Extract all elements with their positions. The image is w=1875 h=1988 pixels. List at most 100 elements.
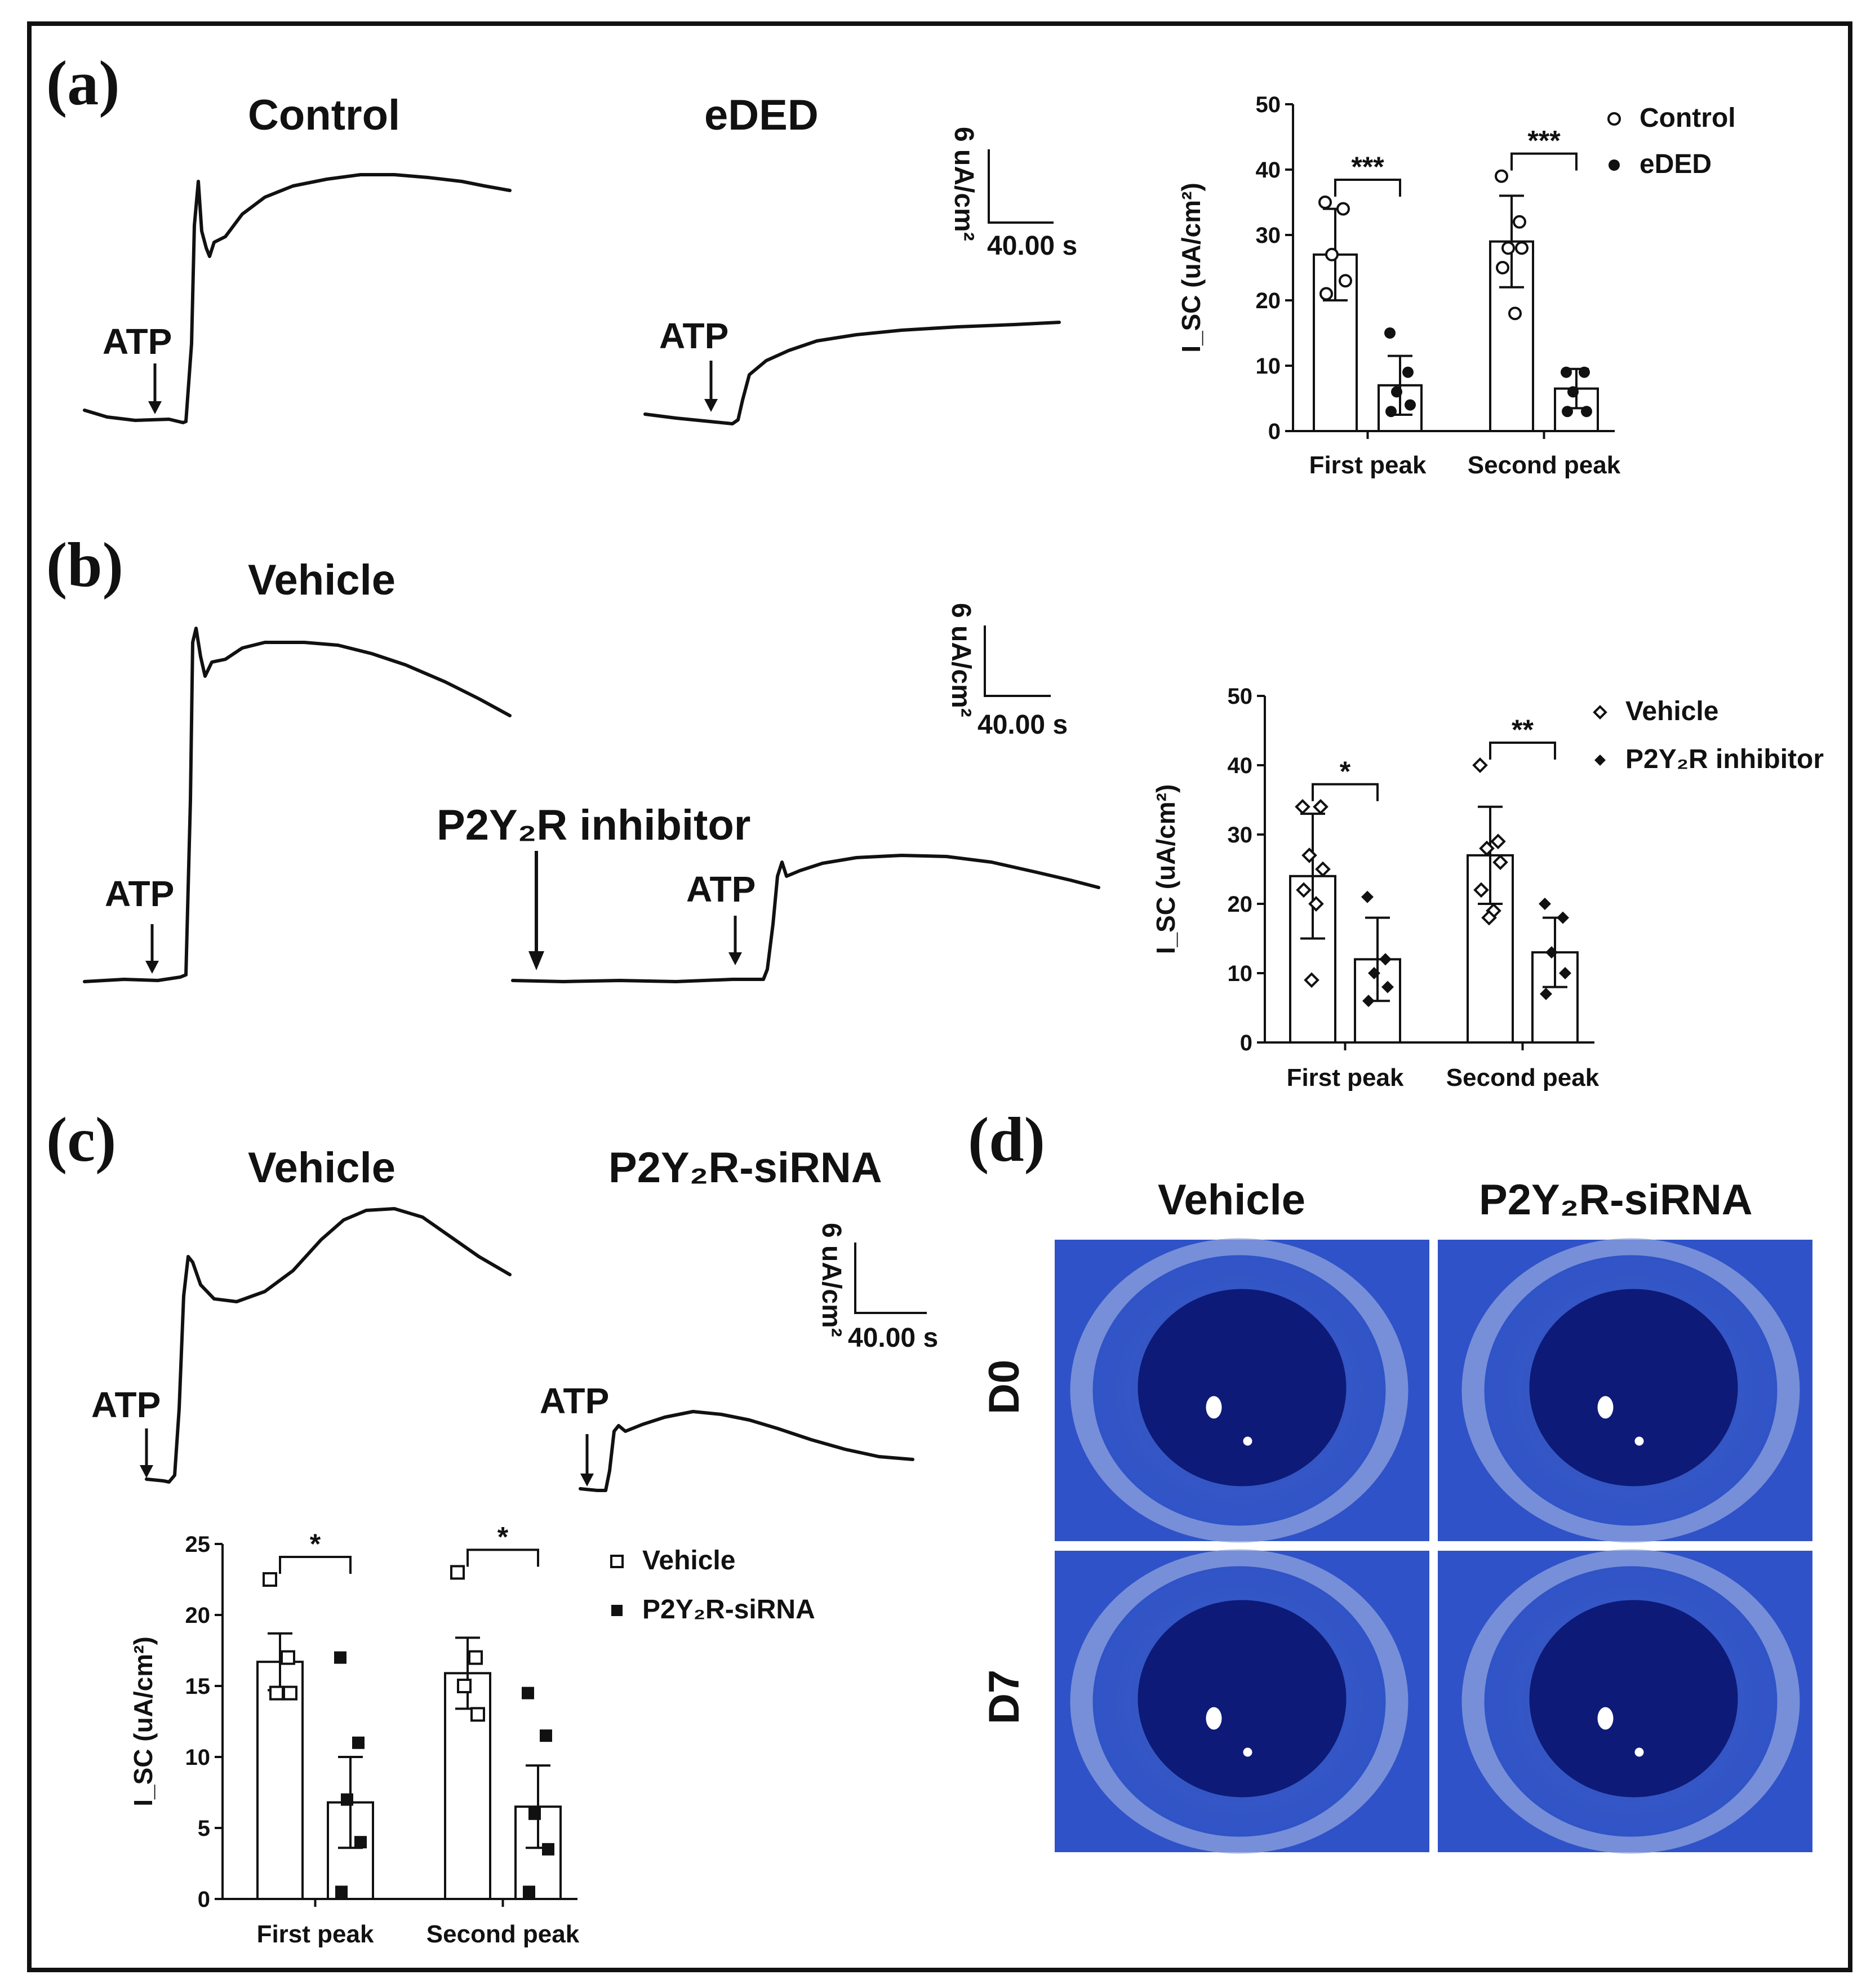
data-point-c [523, 1885, 535, 1898]
data-point-b [1540, 987, 1552, 1000]
data-point-c [470, 1707, 485, 1722]
data-point-b [1539, 898, 1551, 910]
data-point-c [352, 1736, 365, 1749]
trace-eded [643, 321, 1061, 425]
eye-photo-vehicle-d7 [1055, 1549, 1429, 1854]
trace-vehicle-b [83, 627, 512, 983]
y-axis-label-b: I_SC (uA/cm²) [1151, 784, 1180, 955]
data-point-a [1513, 215, 1526, 229]
y-tick-label-b: 20 [1228, 892, 1253, 917]
y-tick-label-a: 0 [1268, 419, 1281, 444]
data-point-b [1381, 980, 1394, 993]
data-point-c [335, 1885, 348, 1898]
trace-title-vehicle-c: Vehicle [248, 1144, 396, 1192]
atp-arrowhead-eded [704, 399, 718, 412]
atp-label-vehicle-c: ATP [91, 1384, 161, 1425]
scale-x-label-a: 40.00 s [987, 231, 1077, 261]
scale-y-label-b: 6 uA/cm² [946, 603, 976, 717]
legend-marker-c [610, 1555, 624, 1568]
legend-marker-a [1607, 112, 1621, 126]
data-point-a [1567, 386, 1579, 398]
data-point-c [269, 1685, 284, 1701]
atp-label-sirna-c: ATP [540, 1381, 609, 1421]
data-point-a [1579, 366, 1590, 378]
legend-label-b: Vehicle [1625, 696, 1718, 726]
eye-photo-vehicle-d0 [1055, 1238, 1429, 1543]
significance-label-c: * [310, 1528, 321, 1560]
eye-highlight [1243, 1436, 1252, 1446]
category-label-c: First peak [257, 1920, 374, 1948]
data-point-a [1501, 241, 1515, 255]
data-point-a [1508, 307, 1522, 321]
data-point-c [457, 1679, 472, 1693]
data-point-c [341, 1793, 353, 1806]
y-tick-label-a: 30 [1256, 223, 1281, 248]
data-point-b [1313, 798, 1329, 815]
trace-title-inhibitor: P2Y₂R inhibitor [437, 801, 750, 849]
category-label-a: First peak [1309, 451, 1427, 479]
eye-pupil [1529, 1600, 1738, 1798]
panel-letter-c: (c) [46, 1105, 116, 1175]
data-point-b [1557, 911, 1569, 924]
panel-b: (b) Vehicle P2Y₂R inhibitor ATP ATP 6 uA… [46, 530, 1824, 1091]
atp-arrowhead-control [148, 401, 162, 414]
legend-label-b: P2Y₂R inhibitor [1625, 744, 1824, 774]
eye-photo-sirna-d7 [1438, 1549, 1812, 1854]
data-point-b [1362, 995, 1375, 1008]
y-tick-label-c: 25 [185, 1532, 211, 1557]
data-point-c [542, 1843, 554, 1856]
data-point-a [1562, 406, 1573, 418]
scale-x-label-b: 40.00 s [978, 710, 1068, 740]
trace-inhibitor [511, 854, 1100, 983]
data-point-a [1405, 399, 1416, 411]
data-point-c [283, 1685, 297, 1701]
data-point-c [354, 1836, 367, 1849]
significance-bracket-b [1489, 742, 1556, 760]
scale-y-label-c: 6 uA/cm² [816, 1223, 846, 1337]
category-label-a: Second peak [1468, 451, 1621, 479]
data-point-b [1368, 967, 1380, 979]
significance-bracket-b [1312, 783, 1379, 801]
data-point-b [1473, 882, 1489, 898]
data-point-a [1318, 196, 1332, 209]
bar-b [1467, 854, 1514, 1044]
y-tick-label-c: 10 [185, 1745, 211, 1770]
legend-label-a: eDED [1639, 149, 1712, 179]
trace-title-sirna-c: P2Y₂R-siRNA [608, 1144, 882, 1192]
data-point-c [263, 1572, 277, 1587]
y-tick-label-a: 50 [1256, 92, 1281, 117]
photo-row-label-d0: D0 [980, 1360, 1028, 1414]
category-label-c: Second peak [426, 1920, 580, 1948]
data-point-b [1295, 798, 1310, 815]
eye-highlight [1206, 1396, 1222, 1419]
legend-label-a: Control [1639, 103, 1736, 133]
y-tick-label-b: 40 [1228, 753, 1253, 778]
legend-label-c: Vehicle [642, 1546, 735, 1576]
y-tick-label-b: 0 [1240, 1031, 1252, 1055]
legend-label-c: P2Y₂R-siRNA [642, 1595, 815, 1625]
y-tick-label-c: 5 [198, 1816, 210, 1841]
atp-label-eded: ATP [659, 316, 728, 356]
atp-arrowhead-vehicle-b [145, 961, 159, 974]
eye-pupil [1138, 1600, 1347, 1798]
panel-c: (c) Vehicle P2Y₂R-siRNA ATP ATP 6 uA/cm²… [46, 1105, 938, 1948]
data-point-a [1339, 274, 1352, 288]
eye-pupil [1529, 1289, 1738, 1486]
y-tick-label-b: 30 [1228, 823, 1253, 847]
atp-arrowhead-vehicle-c [140, 1465, 153, 1478]
eye-photo-sirna-d0 [1438, 1238, 1812, 1543]
panel-letter-b: (b) [46, 530, 123, 600]
significance-label-a: *** [1351, 151, 1384, 183]
panel-d: (d) Vehicle P2Y₂R-siRNA D0 D7 [968, 1105, 1812, 1854]
data-point-c [528, 1807, 541, 1820]
data-point-b [1304, 972, 1319, 988]
panel-a: (a) Control eDED ATP ATP 6 uA/cm² 40.00 … [46, 48, 1736, 479]
eye-highlight [1206, 1707, 1222, 1730]
significance-label-b: ** [1512, 714, 1534, 746]
eye-photo-grid [1055, 1238, 1812, 1854]
data-point-a [1319, 287, 1333, 301]
y-tick-label-c: 20 [185, 1603, 211, 1628]
data-point-b [1296, 882, 1312, 898]
